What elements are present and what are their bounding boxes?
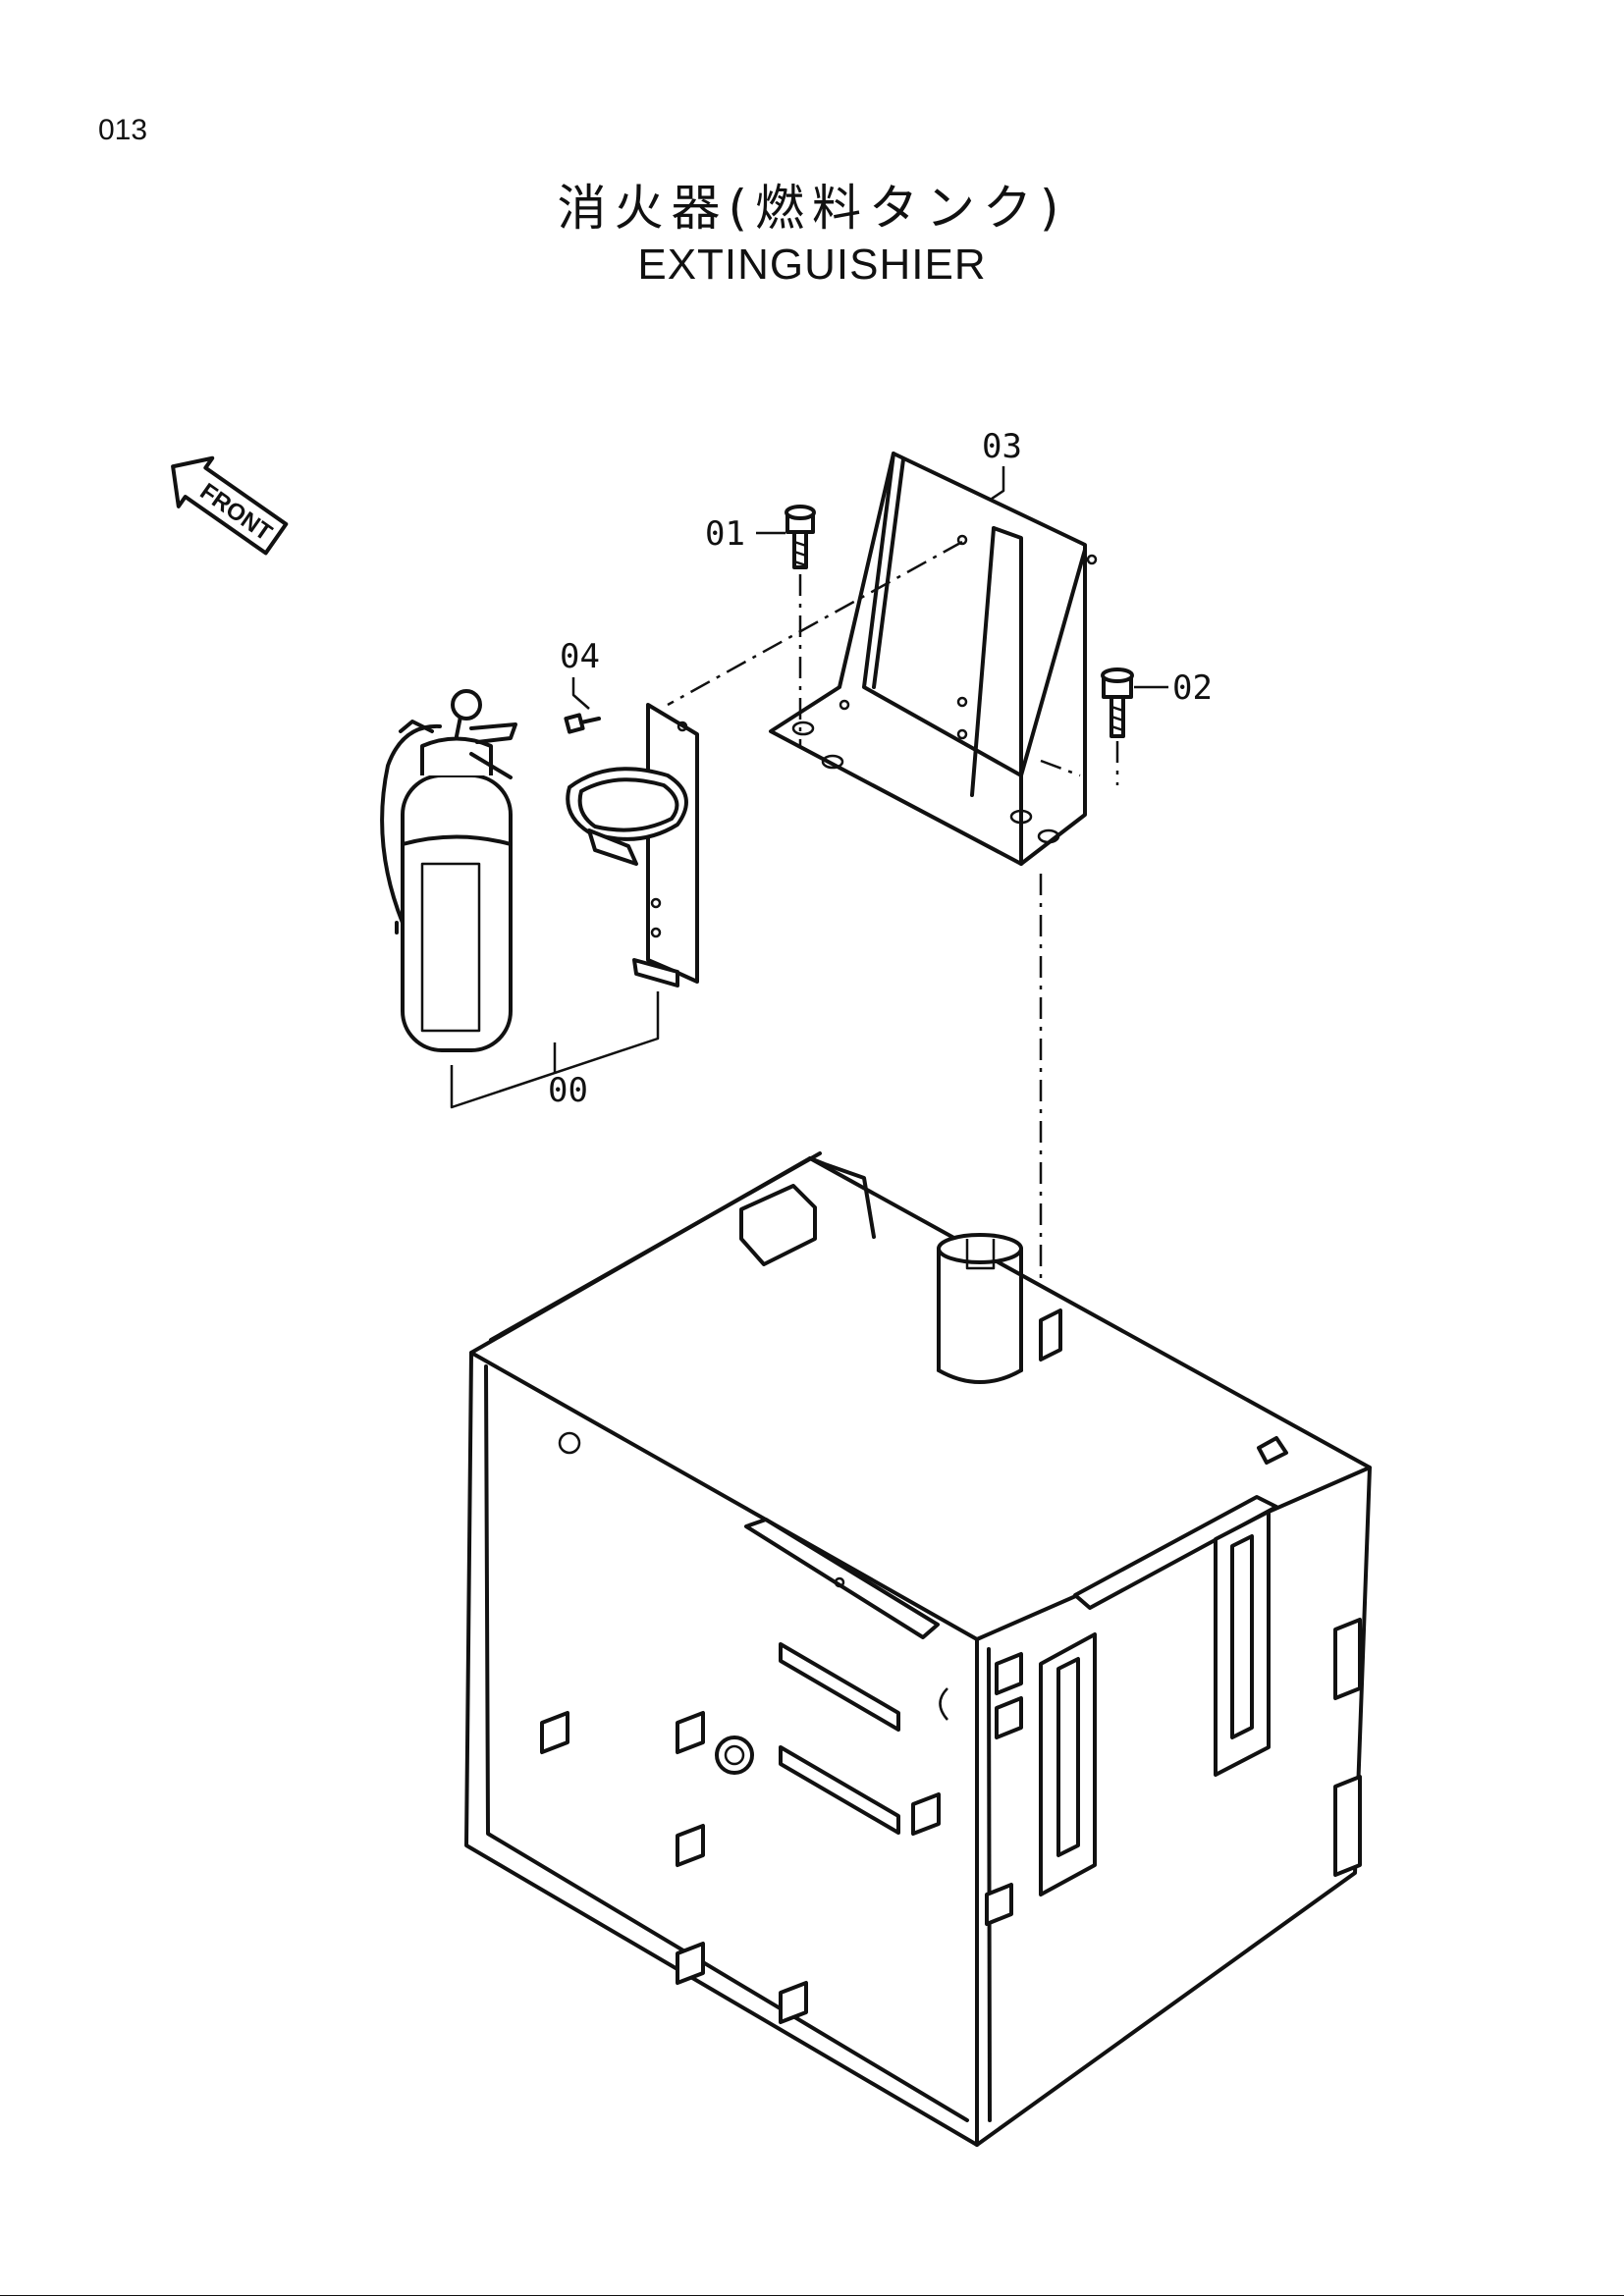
title-english: EXTINGUISHIER <box>637 240 987 289</box>
extinguisher-bracket-icon <box>566 703 699 988</box>
bolt-02-icon <box>1101 667 1134 738</box>
fuel-tank-icon <box>464 1151 1372 2147</box>
page-number: 013 <box>98 114 148 146</box>
fire-extinguisher-icon <box>380 689 517 1052</box>
callout-leaders <box>571 466 1168 710</box>
group-bracket-00 <box>450 991 660 1109</box>
title-block: 消火器(燃料タンク) EXTINGUISHIER <box>0 179 1624 293</box>
callout-labels: 00 01 02 03 04 <box>548 427 1213 1110</box>
front-arrow-icon: FRONT <box>171 455 289 556</box>
support-bracket-icon <box>769 452 1098 866</box>
bolt-icon <box>785 505 816 569</box>
assembly-lines <box>667 540 1119 1310</box>
callout-00: 00 <box>548 1071 588 1110</box>
callout-03: 03 <box>982 427 1022 466</box>
callout-01: 01 <box>705 514 745 554</box>
callout-04: 04 <box>560 637 600 676</box>
callout-02: 02 <box>1172 668 1213 708</box>
screw-04-icon <box>564 713 601 734</box>
title-japanese: 消火器(燃料タンク) <box>557 180 1067 237</box>
